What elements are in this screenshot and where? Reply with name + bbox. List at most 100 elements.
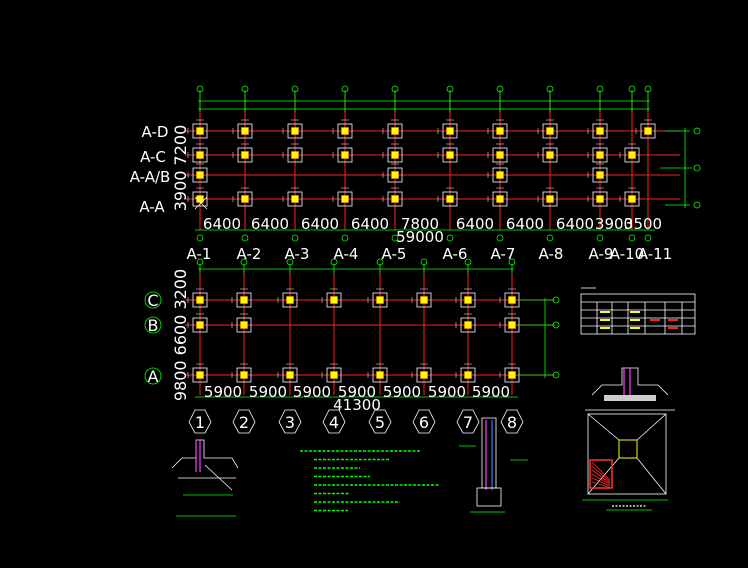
dim-planB-0: 5900 bbox=[204, 383, 242, 401]
footing-detail-right bbox=[582, 367, 675, 511]
column-footing-A bbox=[619, 143, 640, 163]
column-footing-B bbox=[187, 363, 208, 383]
col-label-A-6: A-6 bbox=[443, 245, 468, 263]
dim-planB-6: 5900 bbox=[472, 383, 510, 401]
right-axis-bubble bbox=[693, 201, 701, 209]
footing-schedule-table bbox=[580, 287, 696, 335]
top-axis-bubble-A-9 bbox=[596, 85, 604, 93]
top-axis-bubble-A-7 bbox=[496, 85, 504, 93]
column-footing-B bbox=[367, 288, 388, 308]
dim-planB-4: 5900 bbox=[383, 383, 421, 401]
bottom-axis-bubble bbox=[596, 234, 604, 242]
planB-col-label-1: 1 bbox=[195, 413, 205, 432]
column-footing-B bbox=[367, 363, 388, 383]
pier-section-detail bbox=[459, 417, 528, 513]
row-label-A-A: A-A bbox=[139, 198, 165, 216]
planB-col-label-5: 5 bbox=[375, 413, 385, 432]
column-footing-B bbox=[455, 313, 476, 333]
column-footing-A bbox=[487, 119, 508, 139]
planB-axis-hex bbox=[368, 409, 392, 434]
planB-axis-hex bbox=[232, 409, 256, 434]
planB-row-label-C: C bbox=[147, 291, 158, 310]
column-footing-B bbox=[277, 288, 298, 308]
total-dim-planA: 59000 bbox=[396, 228, 444, 246]
bottom-axis-bubble bbox=[628, 234, 636, 242]
column-footing-A bbox=[282, 187, 303, 207]
row-label-A-D: A-D bbox=[142, 123, 169, 141]
column-footing-A bbox=[282, 119, 303, 139]
right-axis-bubble bbox=[693, 164, 701, 172]
planB-row-bubble bbox=[144, 291, 162, 309]
bottom-axis-bubble bbox=[644, 234, 652, 242]
planB-axis-hex bbox=[188, 409, 212, 434]
total-dim-planB: 41300 bbox=[333, 396, 381, 414]
planB-col-label-6: 6 bbox=[419, 413, 429, 432]
row-label-A-A/B: A-A/B bbox=[130, 168, 171, 186]
col-label-A-3: A-3 bbox=[285, 245, 310, 263]
column-footing-A bbox=[635, 119, 656, 139]
vertical-dims-planB: 9800 6600 3200 bbox=[171, 269, 190, 401]
dim-planB-3: 5900 bbox=[338, 383, 376, 401]
bottom-axis-bubble bbox=[341, 234, 349, 242]
column-footing-A bbox=[487, 163, 508, 183]
col-label-A-4: A-4 bbox=[334, 245, 359, 263]
dim-planB-1: 5900 bbox=[249, 383, 287, 401]
column-footing-A bbox=[619, 187, 640, 207]
bottom-axis-bubble bbox=[196, 234, 204, 242]
top-axis-bubble-A-10 bbox=[628, 85, 636, 93]
column-footing-B bbox=[187, 313, 208, 333]
column-footing-A bbox=[282, 143, 303, 163]
column-footing-B bbox=[277, 363, 298, 383]
column-footing-A bbox=[587, 187, 608, 207]
top-axis-bubble-A-1 bbox=[196, 85, 204, 93]
col-label-A-7: A-7 bbox=[491, 245, 516, 263]
top-axis-bubble-A-3 bbox=[291, 85, 299, 93]
footing-section-detail bbox=[171, 439, 239, 517]
column-footing-B bbox=[231, 363, 252, 383]
col-label-A-2: A-2 bbox=[237, 245, 262, 263]
bottom-axis-bubble bbox=[496, 234, 504, 242]
column-footing-A bbox=[382, 119, 403, 139]
row-label-A-C: A-C bbox=[140, 148, 166, 166]
col-label-A-8: A-8 bbox=[539, 245, 564, 263]
right-axis-bubble bbox=[693, 127, 701, 135]
column-footing-B bbox=[455, 363, 476, 383]
column-footing-B bbox=[499, 313, 520, 333]
dim-planA-0: 6400 bbox=[203, 215, 241, 233]
column-footing-B bbox=[321, 363, 342, 383]
dim-planA-4: 7800 bbox=[401, 215, 439, 233]
column-footing-A bbox=[382, 143, 403, 163]
top-axis-bubble-A-5 bbox=[391, 85, 399, 93]
column-footing-A bbox=[487, 143, 508, 163]
general-notes bbox=[300, 450, 440, 512]
top-axis-bubble-A-4 bbox=[341, 85, 349, 93]
top-axis-bubble-A-6 bbox=[446, 85, 454, 93]
dim-planA-3: 6400 bbox=[351, 215, 389, 233]
bottom-axis-bubble bbox=[546, 234, 554, 242]
dim-planA-8: 3900 bbox=[595, 215, 633, 233]
column-footing-A bbox=[187, 119, 208, 139]
dim-planA-7: 6400 bbox=[556, 215, 594, 233]
column-footing-B bbox=[411, 288, 432, 308]
col-label-A-5: A-5 bbox=[382, 245, 407, 263]
column-footing-A bbox=[187, 163, 208, 183]
column-footing-A bbox=[437, 143, 458, 163]
planB-axis-hex bbox=[412, 409, 436, 434]
column-footing-B bbox=[499, 363, 520, 383]
col-label-A-11: A-11 bbox=[638, 245, 672, 263]
vertical-dims-planA: 3900 7200 bbox=[171, 125, 190, 212]
planB-axis-hex bbox=[500, 409, 524, 434]
planB-row-label-B: B bbox=[148, 316, 159, 335]
column-footing-B bbox=[321, 288, 342, 308]
column-footing-A bbox=[187, 187, 208, 207]
column-footing-A bbox=[437, 187, 458, 207]
column-footing-A bbox=[232, 119, 253, 139]
planB-col-label-2: 2 bbox=[239, 413, 249, 432]
bottom-axis-bubble bbox=[291, 234, 299, 242]
planB-row-bubble bbox=[144, 367, 162, 385]
column-footing-A bbox=[332, 187, 353, 207]
column-footing-B bbox=[499, 288, 520, 308]
dim-planA-1: 6400 bbox=[251, 215, 289, 233]
